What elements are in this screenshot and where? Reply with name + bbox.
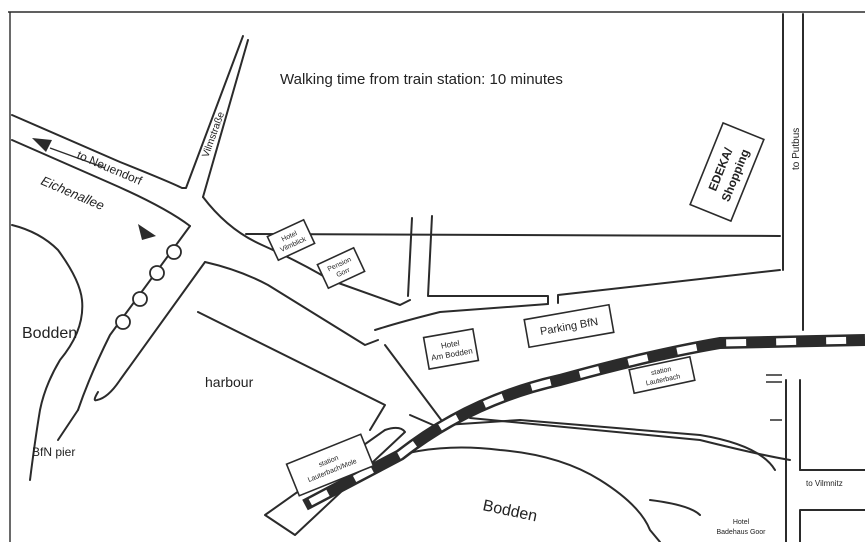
map-title: Walking time from train station: 10 minu… [280, 71, 563, 88]
label-eichenallee: Eichenallee [39, 173, 107, 213]
label-to-putbus: to Putbus [791, 128, 802, 170]
road-north-stub-right [427, 215, 549, 305]
parking-bfn-box: Parking BfN [523, 303, 615, 349]
road-main-south-edge [384, 344, 776, 471]
road-parking-access [557, 269, 781, 304]
road-upper-east [245, 233, 781, 237]
station-lauterbach-line1: station [650, 366, 672, 377]
harbour-boundary [197, 311, 386, 431]
road-network [11, 13, 865, 542]
hotel-badehaus-label: Hotel Badehaus Goor [716, 519, 766, 536]
label-to-vilmnitz: to Vilmnitz [806, 479, 843, 488]
bodden-shore-right [649, 499, 701, 516]
road-center-upper-edge [202, 196, 411, 306]
road-putbus-west-edge [782, 13, 787, 542]
road-pier-right-edge [93, 261, 206, 402]
label-vilmstrasse: Vilmstraße [200, 110, 227, 159]
road-north-stub [407, 217, 413, 297]
hotel-am-bodden-box: Hotel Am Bodden [422, 327, 480, 371]
bodden-south-shoreline [359, 446, 661, 542]
road-center-lower-edge [204, 261, 379, 346]
road-to-bfn-pier [57, 409, 79, 441]
arrow-right-icon [138, 224, 156, 240]
road-pier-left-edge [77, 225, 191, 411]
map-frame [8, 11, 865, 542]
road-vilmnitz-edge [799, 469, 865, 542]
road-main-north-edge [374, 303, 549, 331]
road-putbus-east-edge [799, 13, 804, 471]
hotel-am-bodden-line1: Hotel [440, 338, 460, 350]
road-south-edge [469, 417, 791, 461]
label-bodden-west: Bodden [22, 325, 77, 342]
edeka-shopping-box: EDEKA/ Shopping [689, 121, 765, 223]
road-tick-marks [766, 374, 782, 421]
pension-box: Pension Gorr [316, 246, 366, 290]
road-neuendorf-upper-edge [11, 35, 244, 189]
hotel-vilmblick-box: Hotel Vilmblick [266, 218, 316, 262]
hotel-badehaus-line2: Badehaus Goor [716, 529, 766, 536]
mole-pier [264, 426, 406, 536]
label-bfn-pier: BfN pier [32, 445, 75, 459]
station-mole-box: station Lauterbach/Mole [285, 433, 375, 497]
railway-track-icon [302, 334, 865, 511]
hotel-badehaus-line1: Hotel [733, 519, 750, 526]
label-bodden-south: Bodden [481, 497, 539, 525]
walking-dots-icon [115, 244, 182, 330]
station-lauterbach-box: station Lauterbach [628, 355, 696, 395]
road-vilmstrasse-right-edge [202, 39, 249, 198]
road-eichenallee-lower-edge [11, 139, 191, 227]
arrow-left-icon [32, 138, 106, 169]
bodden-west-shoreline [11, 224, 84, 481]
label-harbour: harbour [205, 374, 254, 390]
